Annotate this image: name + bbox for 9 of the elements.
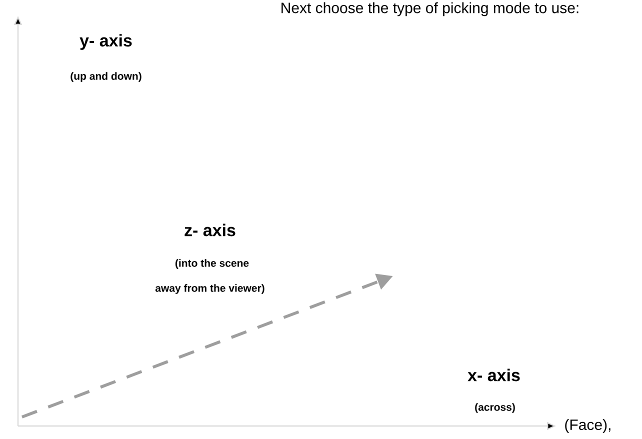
axis-description: (across): [475, 403, 515, 413]
axis-description: away from the viewer): [155, 284, 264, 294]
axis-label: x- axis: [468, 368, 520, 382]
axis-description: (up and down): [70, 72, 142, 82]
axis-label: z- axis: [184, 224, 236, 236]
caption-text: (Face),: [565, 419, 610, 433]
caption-text: Next choose the type of picking mode to use:: [282, 2, 578, 16]
axis-label: y- axis: [80, 34, 132, 50]
axis-description: (into the scene: [175, 259, 249, 269]
